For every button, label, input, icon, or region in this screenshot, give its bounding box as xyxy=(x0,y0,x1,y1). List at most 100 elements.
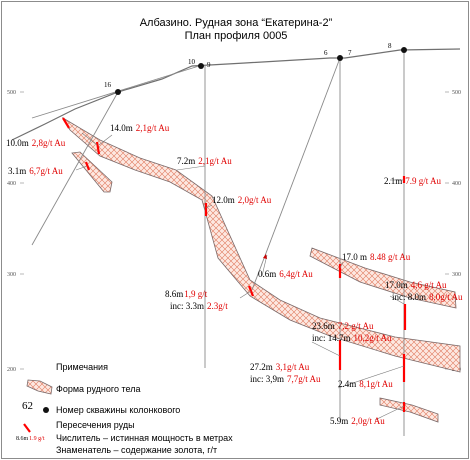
svg-text:14.0m2,1g/t Au: 14.0m2,1g/t Au xyxy=(110,123,170,133)
i11b-thickness: inc: 14.7m xyxy=(312,333,351,343)
ore-bodies xyxy=(61,116,461,423)
i2-thickness: 3.1m xyxy=(8,166,26,176)
svg-text:7.2m2,1g/t Au: 7.2m2,1g/t Au xyxy=(177,156,232,166)
marker-i2 xyxy=(84,161,91,171)
i14-grade: 2,0g/t Au xyxy=(351,416,385,426)
elev-300-left: 300 xyxy=(7,272,16,278)
hole-10-collar xyxy=(198,63,204,69)
legend-numerator: Числитель – истинная мощность в метрах xyxy=(56,433,233,443)
svg-text:8.6m1.9 g/t: 8.6m1.9 g/t xyxy=(16,436,45,442)
legend-intersection-label: Пересечения руды xyxy=(56,420,135,430)
i12b-thickness: inc: 3,9m xyxy=(250,374,284,384)
elev-400-left: 400 xyxy=(7,181,16,187)
svg-text:3.1m6,7g/t Au: 3.1m6,7g/t Au xyxy=(8,166,63,176)
hole-8-collar xyxy=(401,47,407,53)
svg-text:27.2m3,1g/t Au: 27.2m3,1g/t Au xyxy=(250,362,310,372)
legend-sample-thickness: 8.6m xyxy=(16,436,29,442)
hole-16-trace xyxy=(31,91,119,246)
title-line1: Албазино. Рудная зона “Екатерина-2” xyxy=(140,17,333,29)
svg-text:inc: 3,9m7,7g/t Au: inc: 3,9m7,7g/t Au xyxy=(250,374,321,384)
legend-intersection-swatch xyxy=(23,423,31,433)
i1-thickness: 10.0m xyxy=(6,138,29,148)
i7-grade: 6,4g/t Au xyxy=(279,269,313,279)
elev-200-left: 200 xyxy=(7,367,16,373)
svg-text:inc: 8.0m8,0g/t Au: inc: 8.0m8,0g/t Au xyxy=(392,292,463,302)
i9-grade: 8.48 g/t Au xyxy=(370,252,411,262)
i11b-grade: 10,2g/t Au xyxy=(354,333,393,343)
svg-text:23.6m7,2 g/t Au: 23.6m7,2 g/t Au xyxy=(312,321,374,331)
svg-text:17.0m4,6 g/t Au: 17.0m4,6 g/t Au xyxy=(385,280,447,290)
elevation-axis-right: 500 400 300 200 xyxy=(445,90,461,373)
elevation-axis-left: 500 400 300 200 xyxy=(7,90,24,373)
leader-lines xyxy=(75,132,405,421)
i6b-grade: 2.3g/t xyxy=(207,301,228,311)
legend-hole-label: Номер скважины колонкового xyxy=(56,405,180,415)
svg-text:0.6m6,4g/t Au: 0.6m6,4g/t Au xyxy=(258,269,313,279)
elev-400-right: 400 xyxy=(452,181,461,187)
i14-thickness: 5.9m xyxy=(330,416,348,426)
legend: Примечания Форма рудного тела 62 Номер с… xyxy=(16,362,233,455)
svg-text:8.6m1,9 g/t: 8.6m1,9 g/t xyxy=(165,289,208,299)
arrow-i7 xyxy=(263,254,267,259)
svg-text:17.0 m8.48 g/t Au: 17.0 m8.48 g/t Au xyxy=(342,252,411,262)
svg-text:2.1m7.9 g/t Au: 2.1m7.9 g/t Au xyxy=(384,176,442,186)
i13-grade: 8,1g/t Au xyxy=(359,379,393,389)
i4-thickness: 7.2m xyxy=(177,156,195,166)
hole-10-label: 10 xyxy=(188,58,196,66)
hole-8-label: 8 xyxy=(388,42,392,50)
i12-thickness: 27.2m xyxy=(250,362,273,372)
i13-thickness: 2.4m xyxy=(338,379,356,389)
ore-body-small-left xyxy=(71,151,113,193)
legend-title: Примечания xyxy=(56,362,108,372)
i5-thickness: 12.0m xyxy=(212,195,235,205)
i6-grade: 1,9 g/t xyxy=(184,289,208,299)
i1-grade: 2,8g/t Au xyxy=(32,138,66,148)
i9-thickness: 17.0 m xyxy=(342,252,367,262)
ore-body-right-lower xyxy=(379,397,439,423)
i8-grade: 7.9 g/t Au xyxy=(405,176,441,186)
i10-grade: 4,6 g/t Au xyxy=(411,280,447,290)
ore-body-right-upper xyxy=(309,247,457,309)
intersection-markers xyxy=(62,117,407,412)
i10b-grade: 8,0g/t Au xyxy=(429,292,463,302)
i6b-thickness: inc: 3.3m xyxy=(170,301,204,311)
i12b-grade: 7,7g/t Au xyxy=(287,374,321,384)
marker-i1 xyxy=(62,117,70,129)
elev-500-left: 500 xyxy=(7,90,16,96)
hole-9-label: 9 xyxy=(207,61,211,69)
title-line2: План профиля 0005 xyxy=(185,30,288,42)
i3-thickness: 14.0m xyxy=(110,123,133,133)
i8-thickness: 2.1m xyxy=(384,176,402,186)
i10b-thickness: inc: 8.0m xyxy=(392,292,426,302)
legend-hole-number: 62 xyxy=(22,400,33,412)
legend-ore-body-label: Форма рудного тела xyxy=(56,384,140,394)
i10-thickness: 17.0m xyxy=(385,280,408,290)
hole-6-trace xyxy=(251,57,341,291)
marker-i3 xyxy=(95,141,101,155)
i12-grade: 3,1g/t Au xyxy=(276,362,310,372)
legend-sample-grade: 1.9 g/t xyxy=(29,436,45,442)
svg-text:10.0m2,8g/t Au: 10.0m2,8g/t Au xyxy=(6,138,66,148)
hole-6-collar xyxy=(337,55,343,61)
i4-grade: 2,1g/t Au xyxy=(198,156,232,166)
elev-300-right: 300 xyxy=(452,272,461,278)
svg-text:12.0m2,0g/t Au: 12.0m2,0g/t Au xyxy=(212,195,272,205)
svg-text:5.9m2,0g/t Au: 5.9m2,0g/t Au xyxy=(330,416,385,426)
svg-text:inc: 3.3m2.3g/t: inc: 3.3m2.3g/t xyxy=(170,301,228,311)
hole-7-label: 7 xyxy=(348,49,352,57)
hole-16-label: 16 xyxy=(104,81,112,89)
hole-16-collar xyxy=(115,89,121,95)
i7-thickness: 0.6m xyxy=(258,269,276,279)
i5-grade: 2,0g/t Au xyxy=(238,195,272,205)
svg-text:2.4m8,1g/t Au: 2.4m8,1g/t Au xyxy=(338,379,393,389)
i2-grade: 6,7g/t Au xyxy=(29,166,63,176)
elev-500-right: 500 xyxy=(452,90,461,96)
i6-thickness: 8.6m xyxy=(165,289,183,299)
i11-thickness: 23.6m xyxy=(312,321,335,331)
legend-ore-body-swatch xyxy=(26,379,53,395)
i11-grade: 7,2 g/t Au xyxy=(338,321,374,331)
